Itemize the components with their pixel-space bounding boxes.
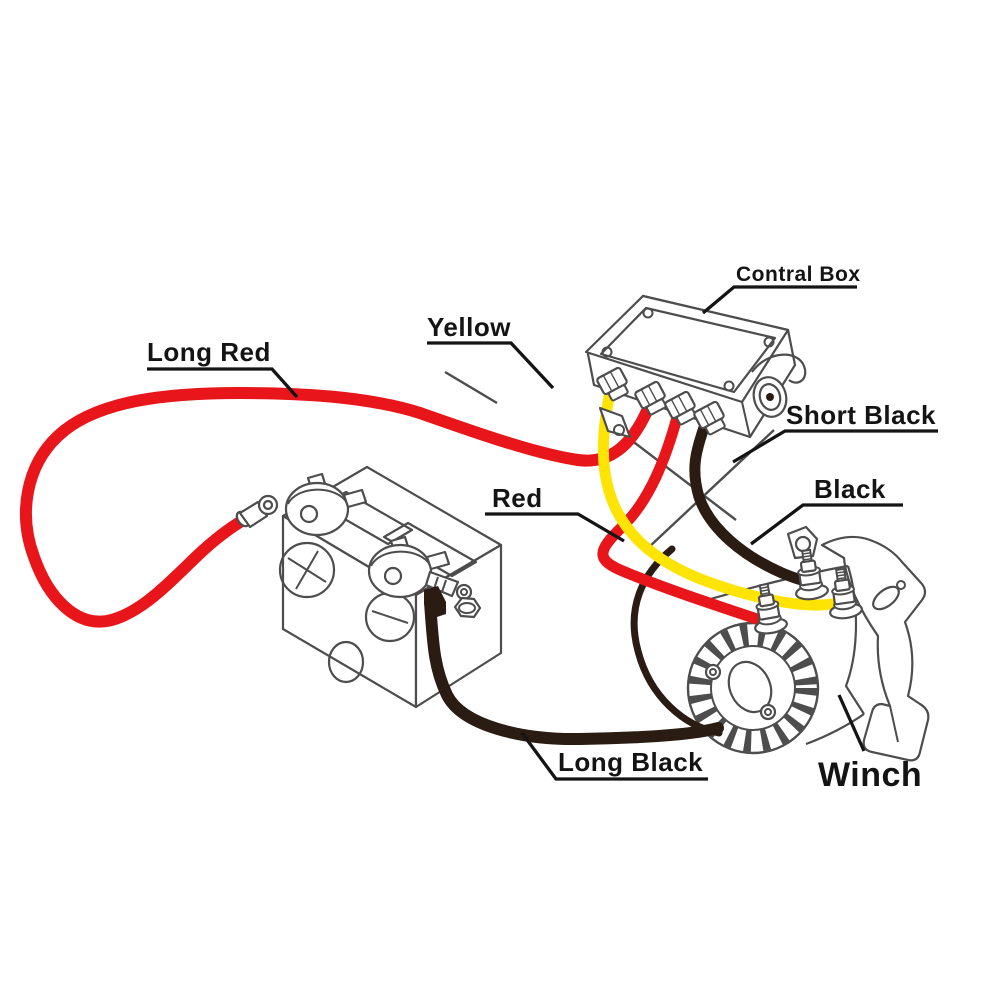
control-box-leader <box>701 285 857 315</box>
labels: Long Red Yellow Contral Box Short Black … <box>147 263 938 794</box>
control-box-lid-inner <box>599 306 777 394</box>
remote-socket <box>751 353 807 418</box>
battery-plus-symbol <box>278 541 336 599</box>
winch-motor-body <box>699 564 865 746</box>
long-black-label: Long Black <box>558 747 703 777</box>
red-leader <box>485 512 625 543</box>
ring-terminal-lug <box>235 494 279 529</box>
battery <box>278 465 503 709</box>
control-box-mount-tab <box>598 406 632 439</box>
control-box-label: Contral Box <box>736 263 861 286</box>
battery-positive-terminal <box>284 472 368 537</box>
long-red-leader <box>147 367 299 399</box>
battery-label-plate-2 <box>382 521 478 578</box>
red-label: Red <box>492 483 543 513</box>
long-red-wire <box>20 386 656 628</box>
battery-negative-lug <box>424 586 446 618</box>
long-black-leader <box>520 732 708 781</box>
short-black-label: Short Black <box>786 400 936 430</box>
winch <box>686 525 930 762</box>
black-wire-arc <box>630 545 723 737</box>
battery-negative-terminal <box>367 535 482 619</box>
long-red-label: Long Red <box>147 337 271 367</box>
black-label: Black <box>814 474 886 504</box>
yellow-label: Yellow <box>427 312 511 342</box>
short-black-leader <box>732 429 938 464</box>
long-black-wire <box>424 596 724 746</box>
black-leader <box>750 503 903 546</box>
winch-label: Winch <box>818 756 922 794</box>
yellow-wire <box>597 386 850 611</box>
yellow-leader <box>427 341 555 390</box>
red-wire <box>597 408 769 627</box>
winch-leader <box>837 694 866 752</box>
winch-motor-face <box>686 621 820 755</box>
control-box <box>584 294 807 439</box>
battery-foot-detail <box>327 640 365 684</box>
winch-bracket <box>820 535 930 762</box>
short-black-wire <box>689 416 816 588</box>
